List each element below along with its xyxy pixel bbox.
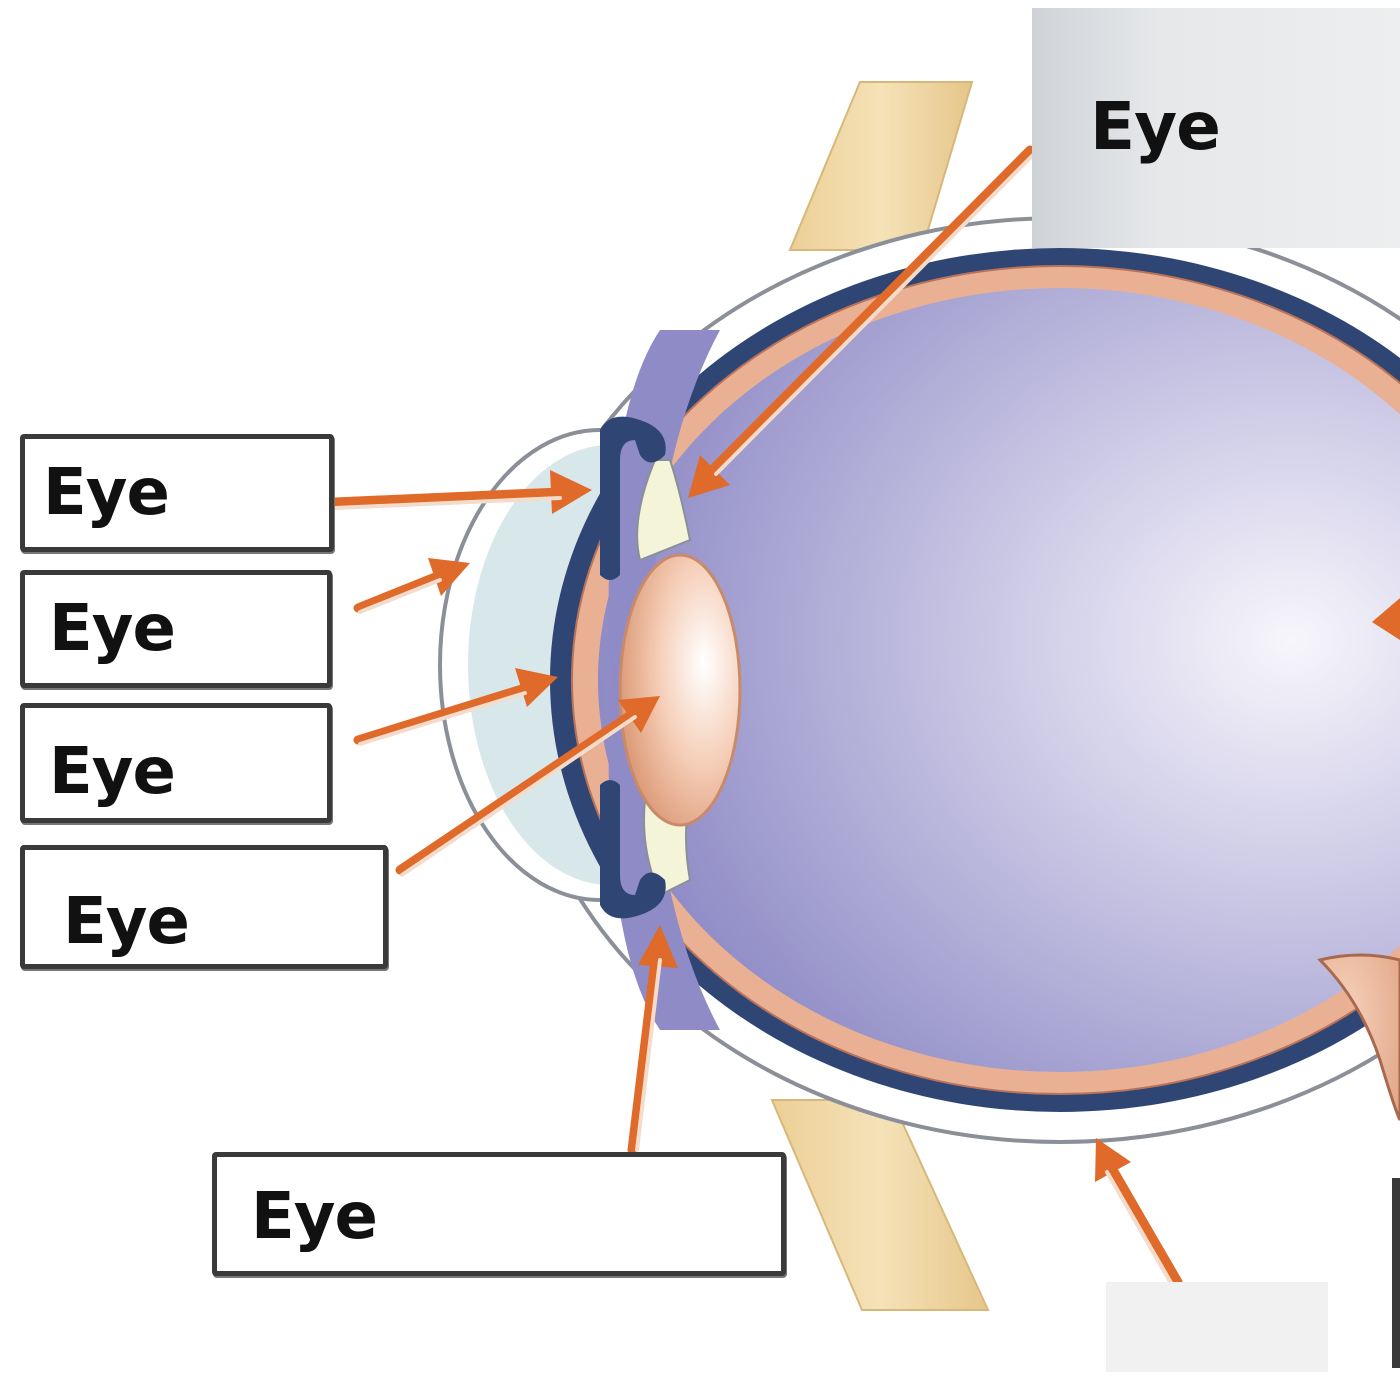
arrow-lens	[395, 707, 640, 875]
arrow-sclera-head	[1095, 1138, 1131, 1182]
label-text-5: Eye	[251, 1180, 378, 1254]
optic-nerve	[1317, 953, 1400, 1121]
ciliary-region	[608, 330, 720, 1030]
arrow-sclera	[1107, 1163, 1183, 1287]
label-text-6: Eye	[1090, 88, 1221, 165]
arrow-iris	[330, 487, 565, 507]
arrow-cornea-head	[428, 558, 470, 596]
label-text-3: Eye	[49, 735, 176, 809]
arrow-iris-head	[550, 470, 592, 514]
label-box-6[interactable]: Eye	[1032, 8, 1400, 248]
arrow-cornea	[353, 570, 445, 613]
arrow-retina-head	[1372, 598, 1400, 640]
label-box-2[interactable]: Eye	[20, 570, 332, 688]
upper-muscle	[788, 81, 974, 251]
arrow-aqueous-head	[515, 668, 558, 707]
arrow-ciliary-head	[638, 925, 678, 968]
arrow-aqueous	[353, 683, 530, 745]
arrow-ciliary	[627, 955, 660, 1155]
label-text-2: Eye	[49, 592, 176, 666]
label-box-1[interactable]: Eye	[20, 434, 334, 552]
blank-label-right[interactable]	[1392, 1178, 1400, 1368]
label-box-4[interactable]: Eye	[20, 845, 388, 969]
label-text-1: Eye	[43, 456, 170, 530]
label-text-4: Eye	[63, 885, 190, 959]
pointer-shafts	[333, 152, 1174, 1287]
iris-lower	[600, 780, 666, 919]
suspensory-ligament	[636, 459, 692, 562]
arrow-lens-head	[618, 696, 660, 733]
blank-label-bottom[interactable]	[1106, 1282, 1328, 1372]
pointer-arrows	[330, 145, 1400, 1287]
iris-upper	[600, 416, 666, 580]
lens	[618, 553, 742, 827]
label-box-5[interactable]: Eye	[212, 1152, 786, 1276]
arrow-ligament	[707, 145, 1035, 475]
vitreous-body	[598, 288, 1400, 1072]
arrow-ligament-head	[688, 455, 730, 498]
label-box-3[interactable]: Eye	[20, 703, 332, 823]
